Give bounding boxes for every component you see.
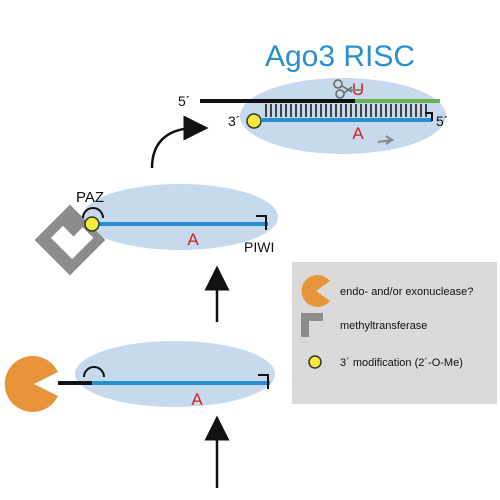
modification-dot-middle xyxy=(84,216,100,232)
base-a-label-middle: A xyxy=(187,230,199,249)
release-arrow-icon xyxy=(377,135,395,145)
nuclease-pacman-icon xyxy=(4,356,58,412)
legend-box xyxy=(292,262,497,404)
curved-arrow xyxy=(150,115,209,169)
piwi-label: PIWI xyxy=(244,239,274,255)
paz-domain-arc xyxy=(82,207,104,219)
piwi-end-bottom xyxy=(258,374,269,389)
diagram-title: Ago3 RISC xyxy=(265,40,415,73)
legend-label-methyltransferase: methyltransferase xyxy=(340,320,427,332)
base-a-label-bottom: A xyxy=(191,390,203,409)
ago3-ellipse xyxy=(240,78,446,154)
piwi-ellipse-middle xyxy=(82,184,278,250)
five-prime-label-pirna: 5´ xyxy=(436,113,448,129)
legend-methyltransferase-icon xyxy=(301,313,323,337)
piwi-end-middle xyxy=(256,215,267,230)
pirna-end-top xyxy=(425,112,433,121)
three-prime-label-pirna: 3´ xyxy=(228,113,240,129)
modification-dot-top xyxy=(246,113,262,129)
piwi-ellipse-bottom xyxy=(75,341,275,407)
legend-label-nuclease: endo- and/or exonuclease? xyxy=(340,286,473,298)
five-prime-label-target: 5´ xyxy=(178,93,190,109)
paz-label: PAZ xyxy=(76,189,104,206)
legend-nuclease-icon xyxy=(301,275,330,308)
paz-domain-arc-bottom xyxy=(83,366,105,378)
legend-modification-icon xyxy=(308,355,322,369)
legend-label-modification: 3´ modification (2´-O-Me) xyxy=(340,357,463,369)
scissors-icon xyxy=(333,79,362,99)
base-pair-ticks xyxy=(265,104,427,117)
base-a-label-top: A xyxy=(352,124,364,143)
